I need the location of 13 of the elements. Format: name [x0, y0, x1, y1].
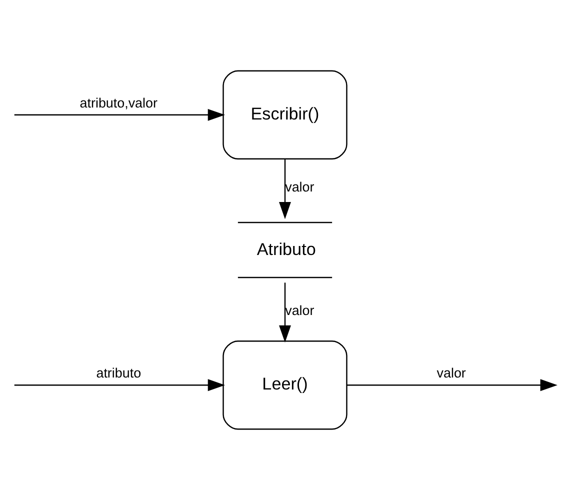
edge-label: atributo [96, 365, 142, 380]
node-text: Atributo [256, 240, 316, 259]
arrow [346, 378, 558, 391]
arrow [14, 378, 225, 391]
node-box: Leer() [222, 340, 348, 430]
arrow [279, 158, 291, 219]
arrow [14, 108, 225, 120]
node-box: Escribir() [222, 70, 348, 160]
arrow [279, 282, 291, 342]
edge-label: valor [436, 365, 466, 380]
edge-label: valor [285, 179, 314, 194]
edge-label: atributo,valor [80, 94, 158, 110]
edge-label: valor [285, 302, 314, 318]
